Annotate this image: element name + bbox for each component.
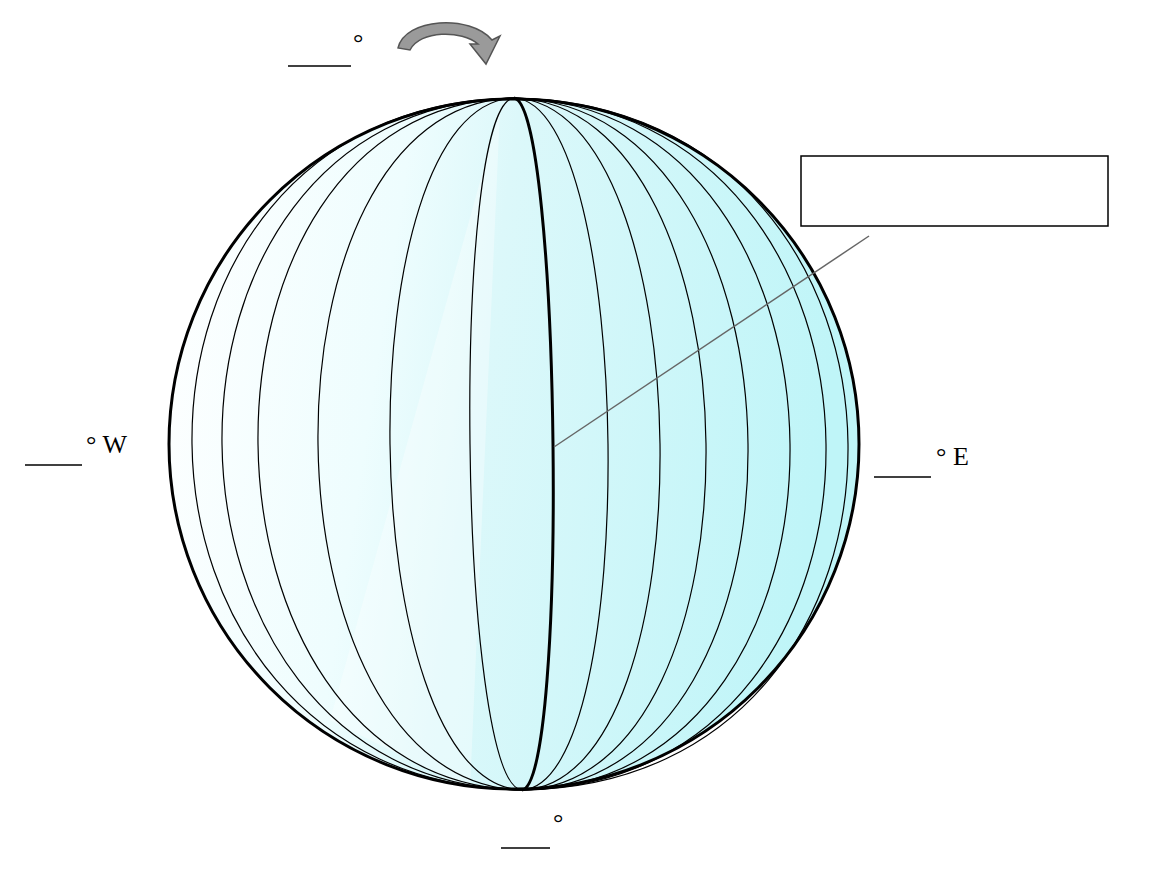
meridian-line <box>514 98 706 790</box>
answer-blank <box>288 65 351 67</box>
answer-blank <box>874 476 931 478</box>
meridian-line <box>258 98 522 790</box>
meridian-line <box>514 98 826 790</box>
answer-blank <box>501 847 550 849</box>
degree-label: ° <box>353 30 363 56</box>
globe-outline <box>169 99 859 789</box>
degree-label: ° E <box>936 444 969 470</box>
meridian-line <box>514 98 748 790</box>
globe-highlight <box>330 110 500 790</box>
meridian-line <box>318 98 522 790</box>
meridian-lines <box>192 98 848 790</box>
meridian-line <box>514 98 660 790</box>
meridian-line <box>470 98 522 790</box>
meridian-line <box>390 98 522 790</box>
degree-label: ° W <box>86 432 127 458</box>
rotation-arrow <box>398 23 500 64</box>
meridian-line <box>514 98 608 790</box>
globe-fill <box>169 99 859 789</box>
meridian-line <box>514 98 790 790</box>
leader-line <box>554 236 869 447</box>
meridian-line <box>514 98 848 790</box>
meridian-line <box>192 98 522 790</box>
blank-label-box <box>801 156 1108 226</box>
degree-label: ° <box>553 810 563 836</box>
answer-blank <box>25 464 82 466</box>
meridian-line <box>514 98 553 790</box>
